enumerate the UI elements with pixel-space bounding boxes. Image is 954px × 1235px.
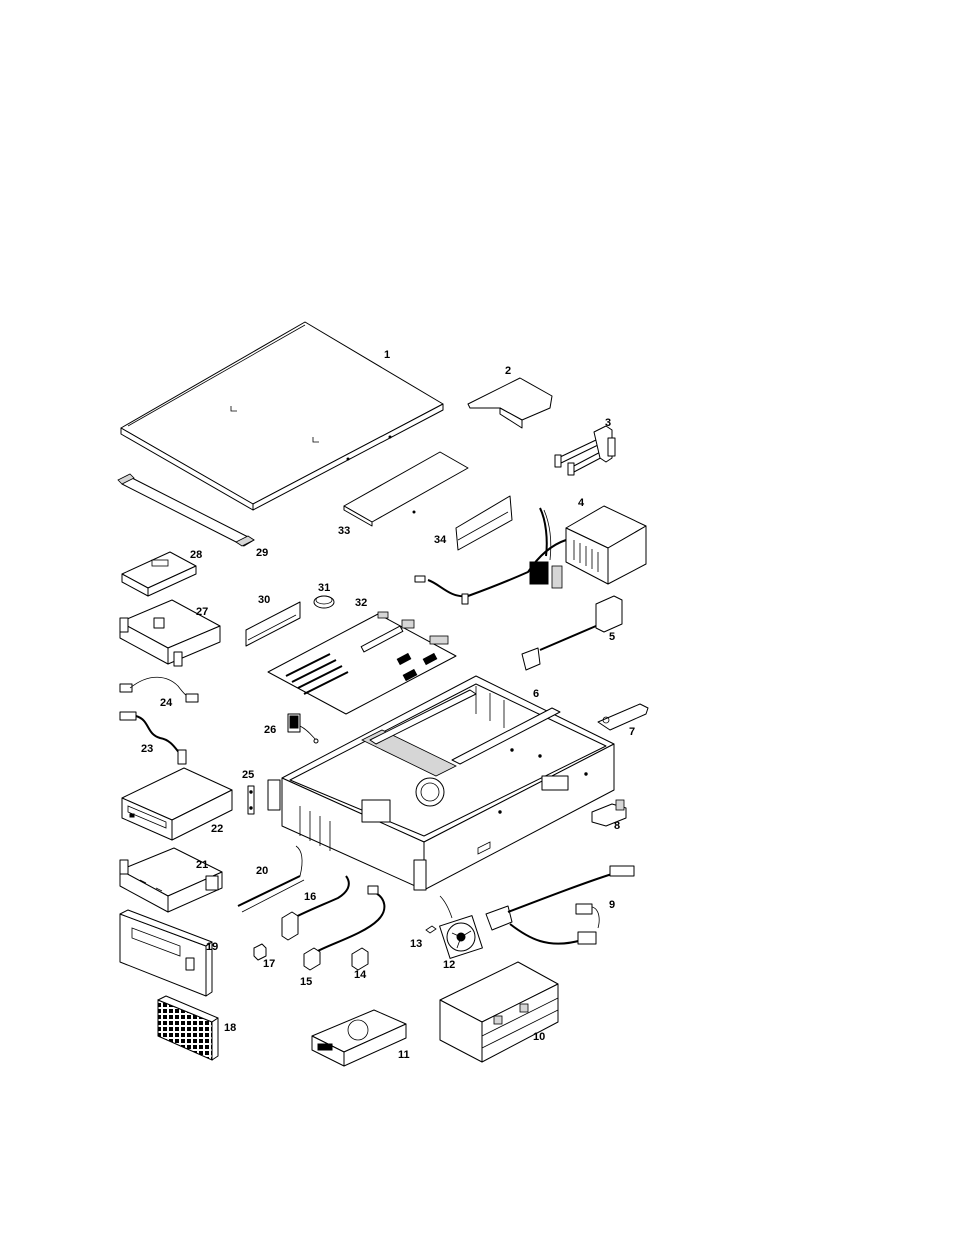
- part-29-ribbon-cable: [117, 473, 255, 547]
- callout-15: 15: [300, 976, 312, 988]
- part-13-screw: [425, 925, 437, 934]
- part-2-air-baffle: [467, 377, 553, 429]
- part-6-chassis: [267, 675, 615, 891]
- part-8-connector: [591, 799, 627, 827]
- callout-13: 13: [410, 938, 422, 950]
- callout-2: 2: [505, 365, 511, 377]
- part-25-strip: [247, 785, 255, 815]
- part-24-cable: [119, 676, 199, 703]
- callout-21: 21: [196, 859, 208, 871]
- callout-7: 7: [629, 726, 635, 738]
- part-27-drive-bracket: [119, 599, 221, 667]
- part-11-hdd-tray: [311, 1009, 407, 1067]
- callout-29: 29: [256, 547, 268, 559]
- part-31-battery: [313, 595, 335, 609]
- callout-33: 33: [338, 525, 350, 537]
- callout-1: 1: [384, 349, 390, 361]
- callout-17: 17: [263, 958, 275, 970]
- part-30-adapter-card: [245, 601, 301, 647]
- callout-30: 30: [258, 594, 270, 606]
- part-12-fan: [439, 895, 483, 959]
- part-1-top-cover: [120, 321, 444, 511]
- callout-25: 25: [242, 769, 254, 781]
- part-20-rod: [237, 845, 305, 913]
- callout-34: 34: [434, 534, 447, 546]
- part-34-adapter-card: [455, 495, 513, 551]
- callout-19: 19: [206, 941, 218, 953]
- callout-32: 32: [355, 597, 367, 609]
- part-17-block: [253, 943, 267, 961]
- part-5-cable: [521, 595, 623, 671]
- callout-28: 28: [190, 549, 202, 561]
- callout-12: 12: [443, 959, 455, 971]
- part-23-cable: [119, 711, 187, 765]
- part-21-drive-bracket: [119, 847, 223, 913]
- callout-6: 6: [533, 688, 539, 700]
- part-16-cable: [281, 875, 350, 941]
- callout-14: 14: [354, 969, 367, 981]
- callout-4: 4: [578, 497, 585, 509]
- part-33-plate: [343, 451, 469, 527]
- callout-20: 20: [256, 865, 268, 877]
- callout-22: 22: [211, 823, 223, 835]
- part-28-diskette-drive: [121, 551, 197, 597]
- part-7-bracket: [597, 703, 649, 731]
- callout-3: 3: [605, 417, 611, 429]
- callout-23: 23: [141, 743, 153, 755]
- callout-31: 31: [318, 582, 330, 594]
- part-18-grille-bezel: [157, 995, 219, 1061]
- part-14-clip: [351, 947, 369, 971]
- part-3-bracket-rails: [554, 425, 616, 476]
- callout-8: 8: [614, 820, 620, 832]
- part-22-cdrom-drive: [121, 767, 233, 841]
- callout-18: 18: [224, 1022, 236, 1034]
- part-10-drive-cage: [439, 961, 559, 1063]
- callout-27: 27: [196, 606, 208, 618]
- part-15-cable: [303, 885, 386, 971]
- part-4-power-supply: [414, 505, 647, 605]
- callout-16: 16: [304, 891, 316, 903]
- callout-26: 26: [264, 724, 276, 736]
- callout-9: 9: [609, 899, 615, 911]
- part-26-speaker: [287, 713, 319, 744]
- part-9-ribbon-cable: [485, 865, 635, 945]
- part-19-front-bezel: [119, 909, 213, 997]
- callout-24: 24: [160, 697, 173, 709]
- callout-10: 10: [533, 1031, 545, 1043]
- part-32-system-board: [267, 611, 457, 715]
- callout-11: 11: [398, 1049, 410, 1061]
- callout-5: 5: [609, 631, 615, 643]
